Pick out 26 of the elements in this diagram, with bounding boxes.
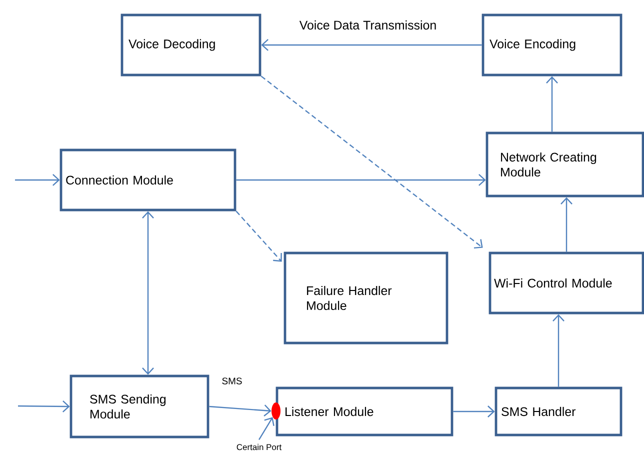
edge-label: Voice Data Transmission — [298, 19, 438, 31]
module-box: SMS Sending Module — [70, 374, 210, 438]
module-box: Listener Module — [276, 386, 454, 436]
arrow — [261, 39, 482, 51]
port-dot — [272, 402, 280, 420]
arrow — [18, 400, 70, 412]
module-box: Connection Module — [60, 148, 236, 212]
arrow — [236, 174, 486, 186]
arrow — [560, 197, 572, 252]
arrow — [546, 76, 558, 132]
arrow — [236, 210, 282, 262]
module-box: Failure Handler Module — [284, 252, 448, 344]
port-label: Certain Port — [236, 444, 282, 450]
arrow — [142, 211, 154, 375]
edge-label: SMS — [220, 376, 244, 386]
arrow — [552, 314, 564, 387]
arrow — [209, 404, 272, 416]
module-box: Network Creating Module — [486, 132, 644, 198]
module-box: SMS Handler — [494, 386, 622, 436]
arrow — [453, 406, 495, 418]
arrow — [15, 174, 60, 186]
arrow — [260, 76, 483, 249]
arrow — [258, 417, 274, 440]
module-box: Voice Decoding — [120, 14, 262, 76]
module-box: Wi-Fi Control Module — [488, 252, 644, 314]
module-box: Voice Encoding — [482, 14, 622, 76]
